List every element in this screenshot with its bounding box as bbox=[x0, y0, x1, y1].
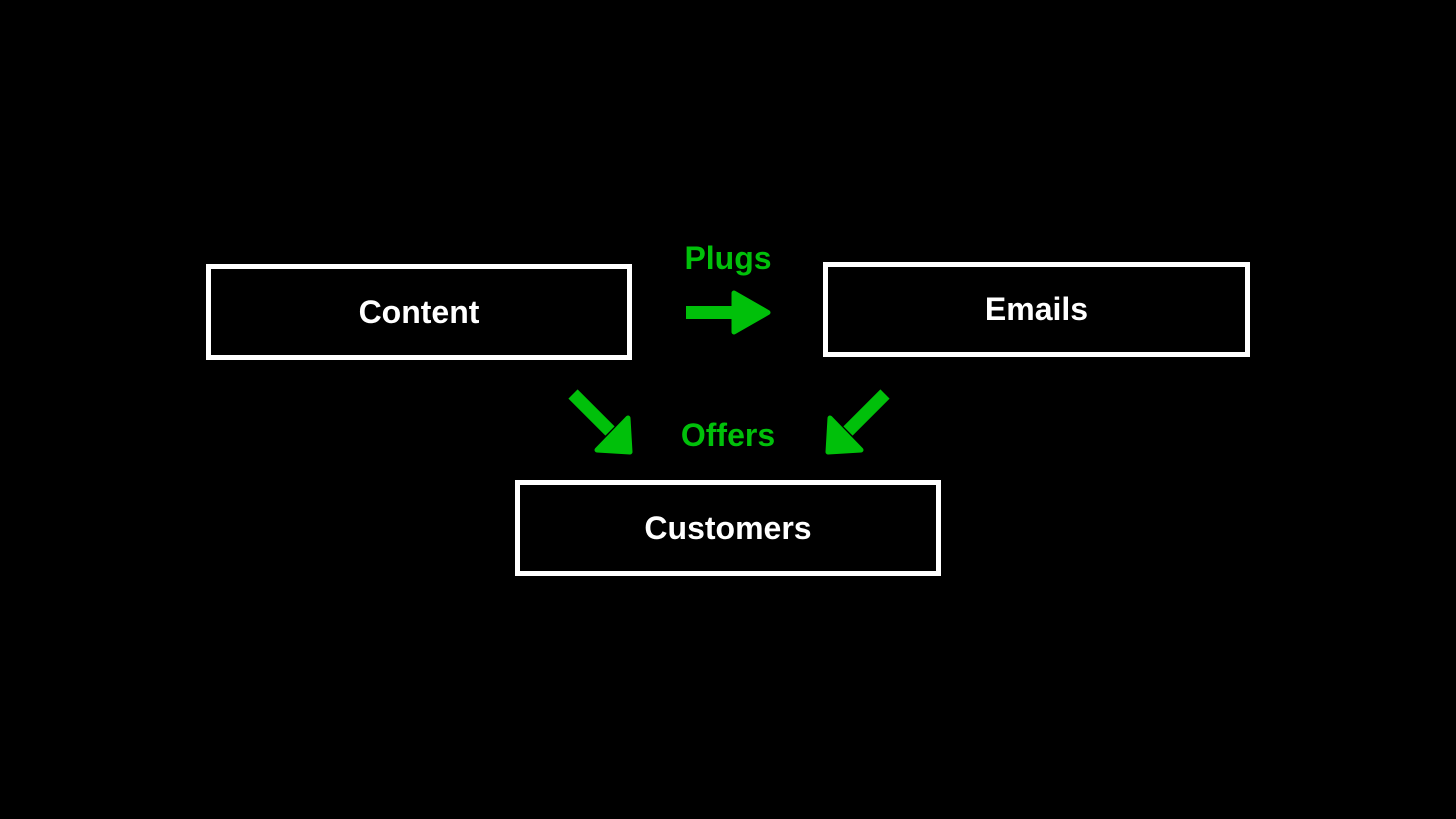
content-node: Content bbox=[206, 264, 632, 360]
arrow-right-icon bbox=[686, 290, 771, 335]
offers-label: Offers bbox=[680, 417, 776, 453]
customers-node-label: Customers bbox=[644, 509, 812, 546]
emails-node: Emails bbox=[823, 262, 1250, 357]
plugs-label: Plugs bbox=[684, 240, 772, 276]
content-node-label: Content bbox=[358, 293, 480, 330]
customers-node: Customers bbox=[515, 480, 941, 576]
arrow-down-right-icon bbox=[568, 389, 633, 455]
emails-node-label: Emails bbox=[984, 291, 1089, 327]
arrow-down-left-icon bbox=[825, 389, 890, 455]
